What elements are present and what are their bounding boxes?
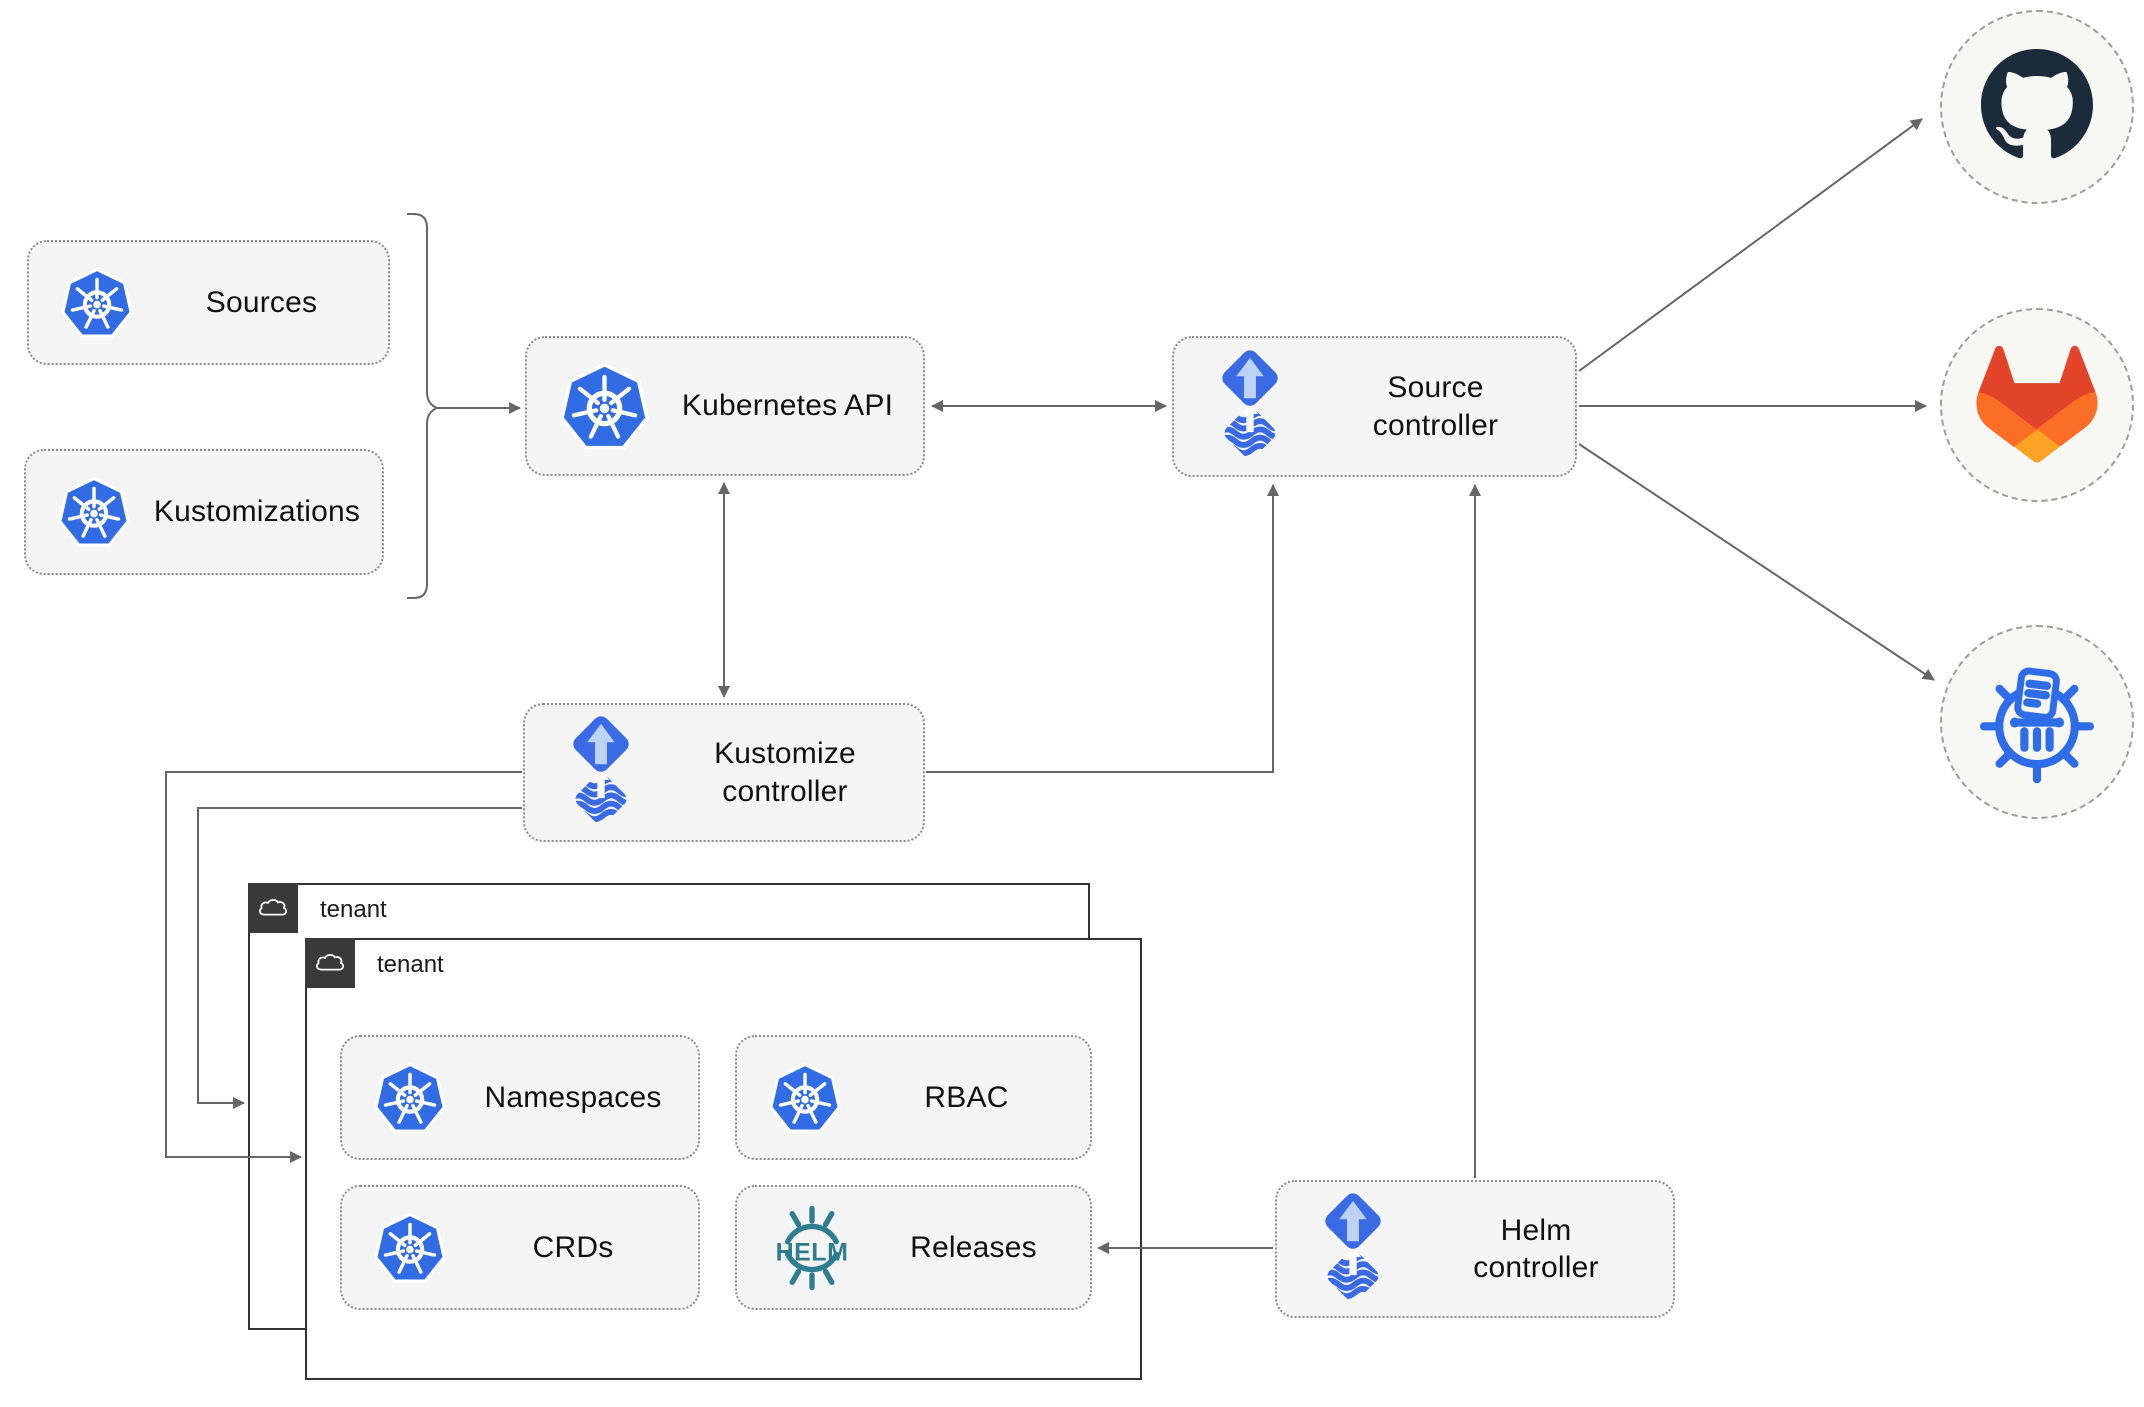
svg-text:HELM: HELM: [776, 1238, 849, 1266]
cloud-icon: [248, 883, 298, 933]
kubernetes-icon: [59, 265, 135, 341]
kubernetes-icon: [372, 1060, 448, 1136]
sources-node: Sources: [27, 240, 390, 365]
crds-node: CRDs: [340, 1185, 700, 1310]
kustomizations-node: Kustomizations: [24, 449, 384, 575]
flux-icon: [555, 712, 647, 833]
node-label: Namespaces: [484, 1080, 662, 1114]
releases-node: HELM Releases: [735, 1185, 1092, 1310]
flux-icon: [1307, 1189, 1399, 1310]
node-label: Releases: [910, 1230, 1037, 1264]
tenant-label: tenant: [377, 951, 444, 978]
namespaces-node: Namespaces: [340, 1035, 700, 1160]
connector-sourcectrl-chartmuseum: [1578, 443, 1935, 681]
source-controller-node: Source controller: [1172, 336, 1577, 477]
node-label: CRDs: [532, 1230, 614, 1264]
gitlab-icon: [1972, 340, 2102, 471]
node-label: Source controller: [1372, 371, 1499, 442]
kubernetes-icon: [557, 359, 652, 454]
node-label: Helm controller: [1473, 1213, 1599, 1285]
node-label: Kubernetes API: [681, 389, 894, 423]
bracket-sources-group: [407, 213, 440, 599]
gitlab-target: [1940, 308, 2134, 502]
kubernetes-icon: [372, 1210, 448, 1286]
helm-icon: HELM: [767, 1203, 857, 1293]
node-label: Sources: [205, 285, 318, 319]
connector-sourcectrl-github: [1578, 118, 1923, 372]
helm-controller-node: Helm controller: [1275, 1180, 1675, 1318]
kubernetes-icon: [56, 474, 132, 550]
kubernetes-api-node: Kubernetes API: [525, 336, 925, 476]
github-icon: [1981, 49, 2093, 166]
rbac-node: RBAC: [735, 1035, 1092, 1160]
kustomize-controller-node: Kustomize controller: [523, 703, 925, 842]
tenant-label: tenant: [320, 896, 387, 923]
connector-kustomizectrl-sourcectrl: [926, 484, 1279, 773]
flux-icon: [1204, 346, 1296, 467]
kubernetes-icon: [767, 1060, 843, 1136]
chartmuseum-target: [1940, 625, 2134, 819]
cloud-icon: [305, 938, 355, 988]
node-label: Kustomize controller: [714, 737, 856, 808]
node-label: RBAC: [924, 1080, 1009, 1114]
chartmuseum-icon: [1974, 657, 2100, 788]
github-target: [1940, 10, 2134, 204]
node-label: Kustomizations: [153, 495, 361, 529]
